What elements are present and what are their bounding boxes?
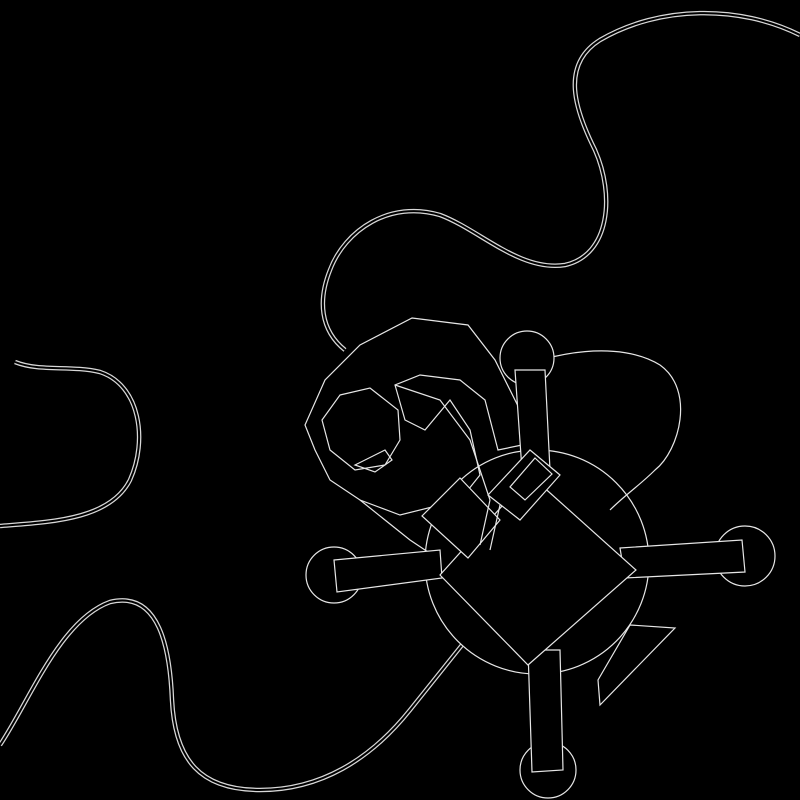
drone-camera (421, 477, 501, 559)
cable-bottom (0, 598, 464, 793)
tether-loop (509, 350, 682, 511)
drone-arm-right (619, 525, 776, 587)
drone-tail-fin (597, 624, 677, 707)
cable-top (320, 10, 800, 352)
drone-arm-bottom (519, 649, 577, 799)
cable-left (0, 359, 142, 529)
drone-arm-top (499, 330, 555, 471)
drone-arm-left (305, 546, 443, 604)
drone (305, 330, 776, 799)
drone-sensor (487, 449, 561, 521)
